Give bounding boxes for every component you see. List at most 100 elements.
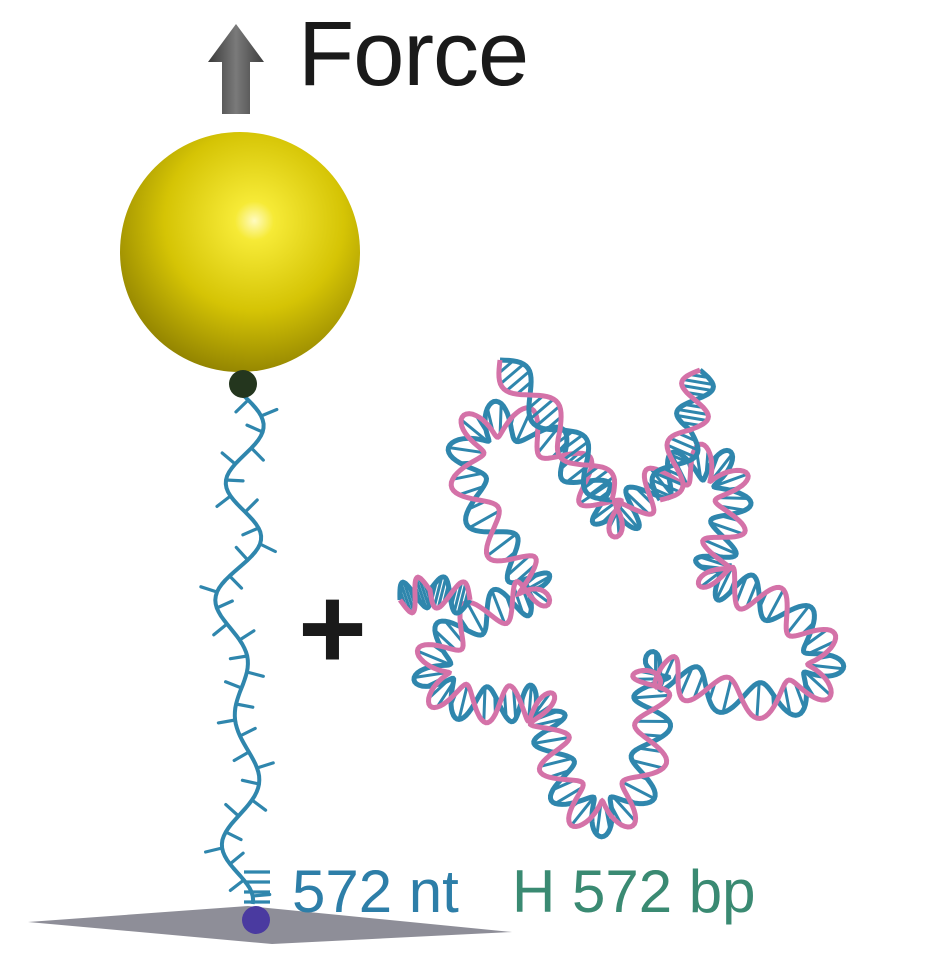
ssdna-base (251, 892, 272, 898)
ssdna-base (245, 423, 265, 434)
surface (28, 906, 512, 944)
dsdna-base-pair (786, 605, 811, 635)
ssdna-base (234, 398, 250, 414)
dsdna-base-pair (539, 756, 573, 768)
dsdna-base-pair (678, 667, 694, 697)
ssdna-base (259, 407, 279, 418)
dsdna-base-pair (710, 521, 744, 536)
dsdna-base-pair (414, 578, 428, 608)
anchor-bottom (242, 906, 270, 934)
dsdna-base-pair (452, 471, 483, 481)
dsdna-base-pair (554, 785, 584, 805)
dsdna-base-pair (651, 478, 681, 494)
ssdna-base (238, 726, 257, 738)
dsdna-base-pair (745, 580, 759, 608)
ssdna-base (220, 451, 237, 466)
dsdna-base-pair (804, 670, 832, 697)
ssdna-base (224, 830, 243, 842)
dsdna-base-pair (529, 397, 555, 421)
dsdna-strand-blue (411, 398, 847, 840)
ssdna-backbone (213, 390, 266, 905)
dsdna-base-pair (468, 509, 501, 530)
dsdna-base-pair (682, 378, 714, 386)
dsdna-base-pair (713, 472, 749, 488)
ssdna-base (228, 851, 245, 866)
dsdna-arm-pink (659, 367, 711, 503)
dsdna-base-pair (456, 582, 468, 614)
dsdna-base-pair (633, 693, 670, 700)
dsdna-base-pair (669, 436, 699, 452)
dsdna-base-pair (807, 663, 844, 671)
ssdna-base (224, 680, 244, 690)
ssdna-base (234, 545, 250, 562)
ssdna-base (215, 599, 234, 610)
ssdna-base (204, 846, 224, 854)
dsdna-base-pair (782, 684, 792, 714)
dsdna-base-pair (498, 403, 503, 435)
dsdna-base-pair (402, 582, 416, 612)
dsdna-base-pair (692, 674, 705, 700)
dsdna-arm-pink (398, 574, 473, 616)
ssdna-base (216, 718, 237, 725)
dsdna-base-pair (557, 433, 584, 455)
ssdna-base (224, 478, 245, 483)
dsdna-base-pair (588, 475, 615, 497)
force-label: Force (298, 3, 529, 105)
ssdna-base (250, 798, 268, 812)
ssdna-base (238, 629, 256, 642)
ssdna-base (258, 542, 277, 554)
dsdna-base-pair (676, 414, 708, 422)
dsdna-base-pair (570, 796, 595, 827)
dsdna-base-pair (677, 408, 709, 416)
ssdna-base (199, 585, 219, 594)
ssdna-base (234, 702, 255, 709)
dsdna-base-pair (448, 446, 485, 455)
dsdna-base-pair (715, 566, 734, 600)
dsdna-base-pair (681, 384, 713, 392)
dsdna-base-pair (755, 682, 761, 719)
dsdna-base-pair (631, 759, 664, 770)
dsdna-base-pair (624, 491, 651, 516)
bead (120, 132, 360, 372)
force-arrow-icon (208, 24, 264, 114)
ssdna-base (255, 761, 275, 770)
ssdna-base (245, 670, 265, 678)
dsdna-base-pair (666, 443, 696, 459)
dsdna-base-pair (505, 369, 531, 393)
anchor-top (229, 370, 257, 398)
ssdna-base (215, 494, 233, 508)
dsdna-arm-pink (496, 359, 618, 501)
dsdna-base-pair (416, 649, 451, 666)
ssdna-base (249, 446, 265, 462)
dsdna-base-pair (399, 583, 413, 613)
dsdna-base-pair (457, 684, 469, 720)
ssdna-base (228, 878, 246, 893)
dsdna-base-pair (436, 577, 448, 609)
dsdna-base-pair (432, 576, 444, 608)
dsdna-base-pair (458, 485, 485, 497)
ssdna-length-label: 572 nt (292, 858, 459, 925)
plus-sign: + (298, 563, 367, 695)
ssdna-base (232, 750, 251, 763)
ssdna-base (224, 802, 241, 818)
dsdna-base-pair (533, 735, 570, 745)
ssdna-base (240, 778, 261, 786)
dsdna-base-pair (506, 554, 531, 577)
dsdna-base-pair (417, 577, 431, 607)
ssdna-base (212, 622, 229, 637)
dsdna-base-pair (583, 468, 610, 490)
dsdna-base-pair (612, 796, 637, 823)
dsdna-base-pair (702, 538, 737, 556)
dsdna-base-pair (765, 588, 785, 622)
dsdna-length-label: H 572 bp (512, 858, 756, 925)
dsdna-base-pair (465, 601, 486, 634)
ssdna-base (243, 498, 259, 514)
dsdna-base-pair (499, 362, 525, 386)
dsdna-base-pair (721, 678, 733, 713)
ssdna-base (241, 526, 261, 537)
ssdna-base (228, 654, 249, 661)
dsdna-base-pair (621, 780, 655, 800)
dsdna-base-pair (578, 482, 611, 505)
